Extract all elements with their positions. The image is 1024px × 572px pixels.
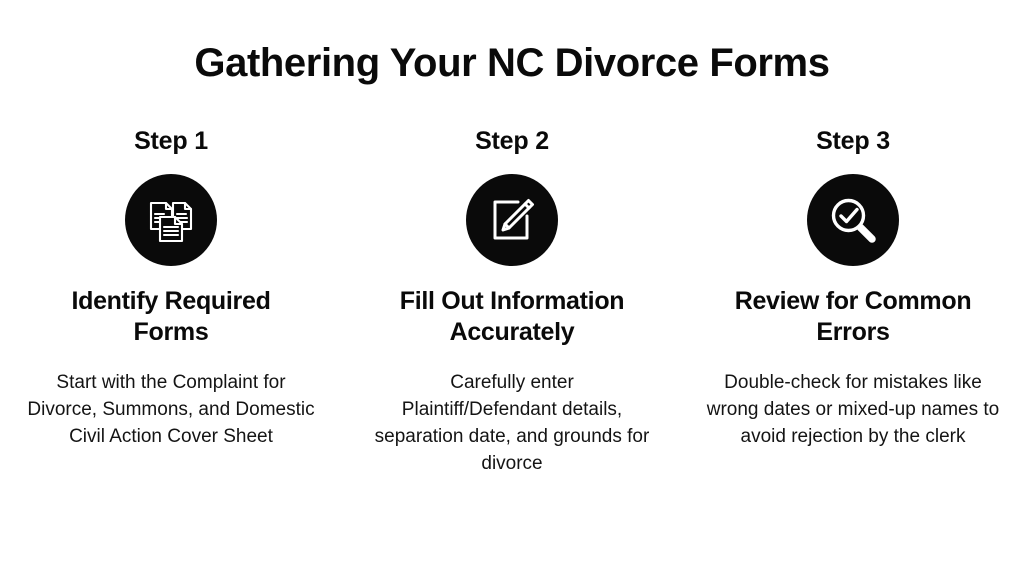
- step-3-label: Step 3: [816, 127, 890, 155]
- step-card-2: Step 2 Fill Out Information Accura: [342, 127, 683, 478]
- page-title: Gathering Your NC Divorce Forms: [194, 41, 830, 85]
- step-2-icon-badge: [466, 173, 558, 266]
- step-2-label: Step 2: [475, 127, 549, 155]
- step-card-1: Step 1: [1, 127, 342, 451]
- step-1-heading: Identify Required Forms: [71, 286, 271, 346]
- step-3-icon-badge: [807, 173, 899, 266]
- edit-note-pencil-icon: [487, 195, 537, 245]
- step-1-body: Start with the Complaint for Divorce, Su…: [27, 372, 315, 447]
- steps-row: Step 1: [0, 127, 1024, 478]
- step-3-heading: Review for Common Errors: [734, 286, 972, 346]
- step-card-3: Step 3 Review for Common Errors Double-c…: [683, 127, 1024, 451]
- documents-icon: [144, 193, 198, 247]
- magnifier-check-icon: [827, 194, 879, 246]
- step-2-heading: Fill Out Information Accurately: [399, 286, 625, 346]
- step-2-body: Carefully enter Plaintiff/Defendant deta…: [374, 372, 650, 474]
- step-1-icon-badge: [125, 173, 217, 266]
- step-3-body: Double-check for mistakes like wrong dat…: [706, 372, 1000, 447]
- step-1-label: Step 1: [134, 127, 208, 155]
